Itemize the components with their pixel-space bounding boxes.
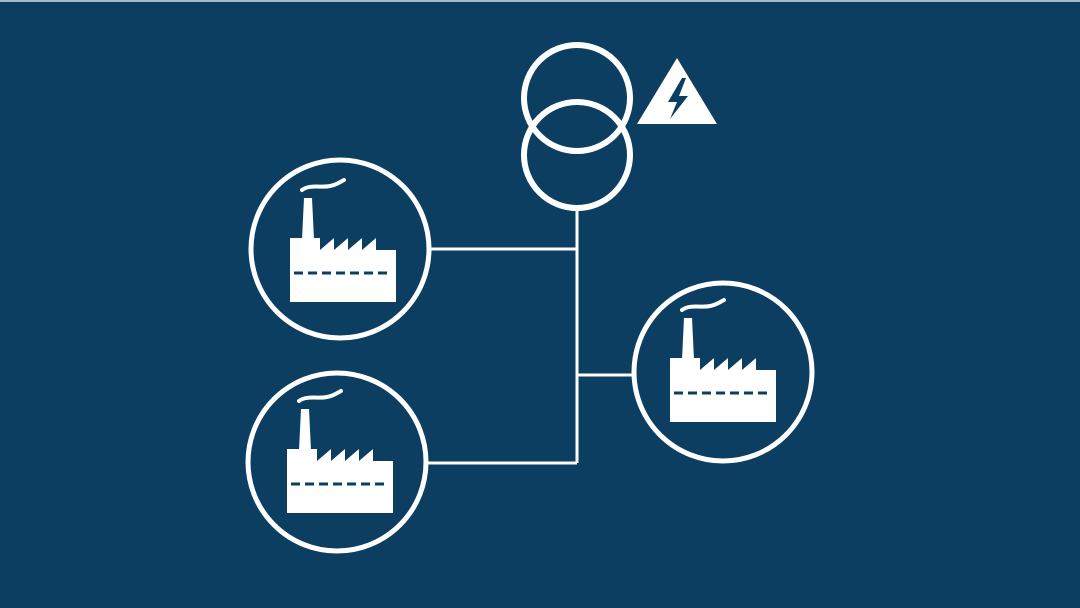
transformer-secondary-winding (521, 99, 633, 211)
factory-top-left (248, 157, 432, 341)
transformer-icon (521, 42, 633, 211)
factory-bottom-left (245, 370, 429, 554)
connection-lines (427, 209, 633, 465)
transformer-primary-winding (521, 42, 633, 154)
factory-right (631, 280, 815, 464)
high-voltage-warning-icon (637, 58, 717, 124)
